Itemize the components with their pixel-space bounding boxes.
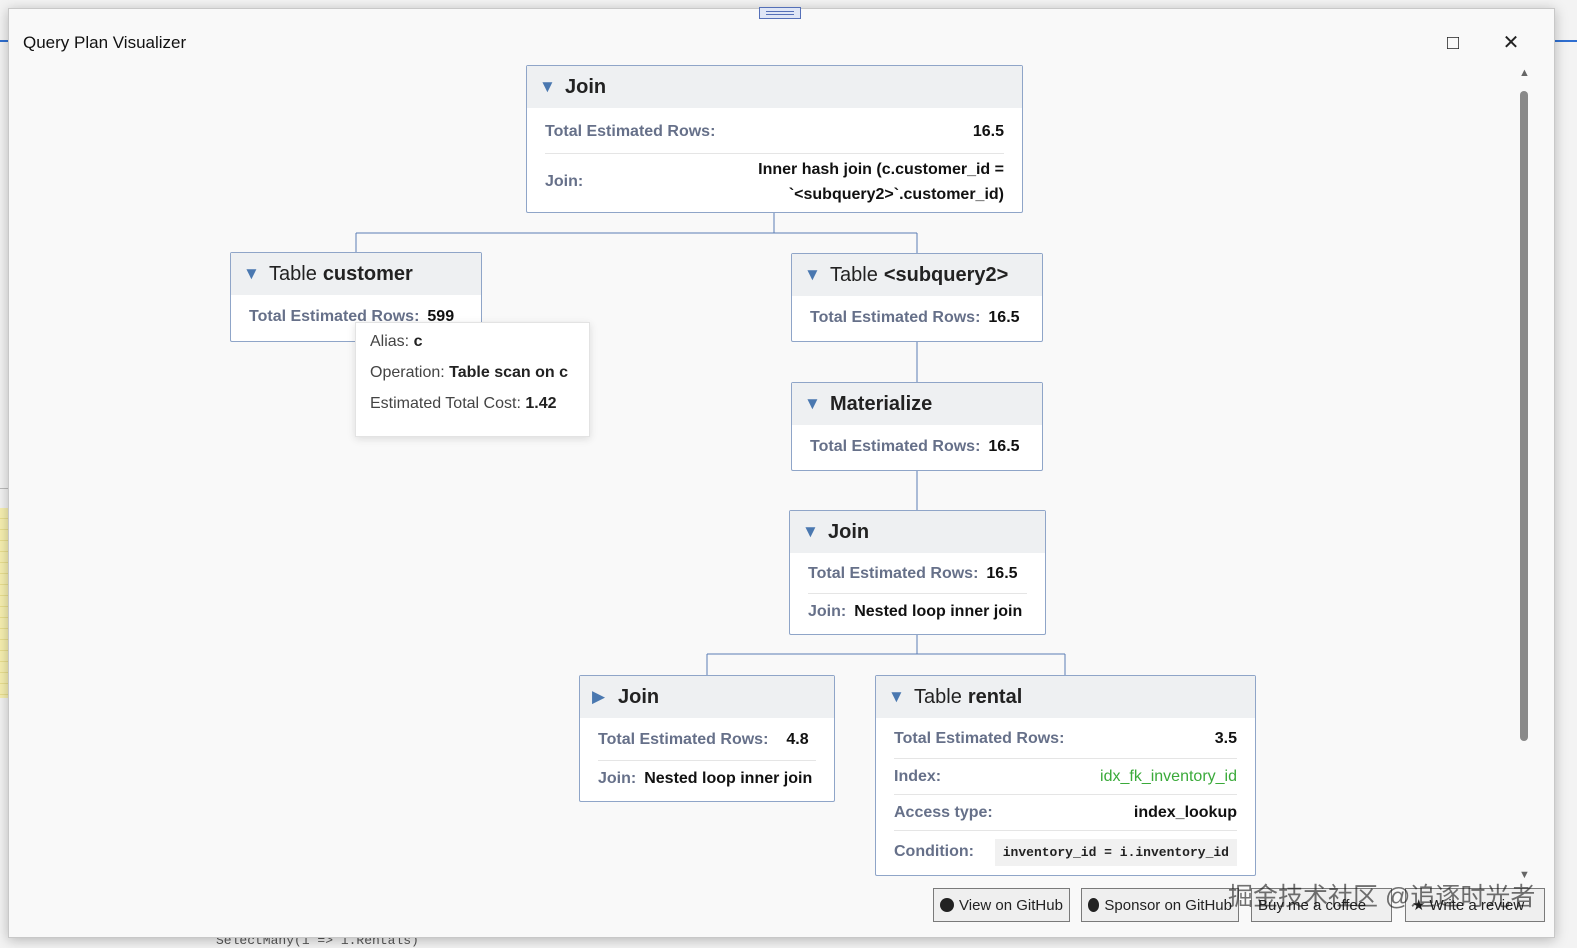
sponsor-on-github-label: Sponsor on GitHub bbox=[1104, 896, 1232, 914]
rows-label: Total Estimated Rows: bbox=[810, 438, 981, 455]
buy-coffee-label: Buy me a coffee bbox=[1258, 896, 1367, 914]
ide-accent-line-right bbox=[1553, 40, 1577, 42]
node-title: Join bbox=[828, 520, 870, 543]
scroll-down-icon[interactable]: ▼ bbox=[1519, 869, 1530, 881]
join-label: Join: bbox=[598, 770, 637, 787]
rows-value: 16.5 bbox=[972, 122, 1004, 140]
buy-coffee-button[interactable]: Buy me a coffee bbox=[1251, 888, 1392, 922]
node-title: Join bbox=[565, 75, 607, 98]
scroll-thumb[interactable] bbox=[1520, 91, 1528, 741]
collapse-icon[interactable]: ▼ bbox=[804, 394, 821, 413]
operation-value: Table scan on c bbox=[449, 364, 569, 381]
collapse-icon[interactable]: ▼ bbox=[802, 522, 819, 541]
access-type-label: Access type: bbox=[894, 803, 993, 821]
node-type: Table bbox=[914, 685, 962, 708]
expand-icon[interactable]: ▶ bbox=[592, 687, 606, 706]
condition-value: inventory_id = i.inventory_id bbox=[994, 838, 1237, 866]
cost-value: 1.42 bbox=[525, 395, 557, 412]
rows-value: 16.5 bbox=[988, 309, 1020, 326]
cost-label: Estimated Total Cost: bbox=[370, 395, 521, 412]
node-header[interactable]: ▼ Join bbox=[527, 66, 1022, 108]
rows-label: Total Estimated Rows: bbox=[808, 565, 979, 582]
node-type: Table bbox=[269, 262, 317, 285]
connector-join-children bbox=[706, 634, 1066, 675]
rows-value: 16.5 bbox=[988, 438, 1020, 455]
alias-value: c bbox=[413, 333, 423, 350]
maximize-icon[interactable]: □ bbox=[1446, 32, 1460, 54]
join-value-line1: Inner hash join (c.customer_id = bbox=[758, 161, 1004, 178]
view-on-github-button[interactable]: View on GitHub bbox=[933, 888, 1070, 922]
rows-value: 16.5 bbox=[986, 565, 1018, 582]
ide-divider bbox=[0, 488, 8, 489]
join-value: Nested loop inner join bbox=[644, 770, 813, 787]
rows-value: 599 bbox=[427, 308, 455, 325]
rows-label: Total Estimated Rows: bbox=[545, 122, 716, 140]
access-type-value: index_lookup bbox=[1133, 803, 1237, 821]
join-value: Nested loop inner join bbox=[854, 603, 1023, 620]
node-type: Table bbox=[830, 263, 878, 286]
github-icon bbox=[940, 898, 954, 912]
vertical-scrollbar[interactable]: ▲ ▼ bbox=[1517, 67, 1533, 889]
node-header[interactable]: ▼ Table rental bbox=[876, 676, 1255, 718]
ide-accent-line-left bbox=[0, 40, 8, 42]
join-label: Join: bbox=[808, 603, 847, 620]
join-value: Inner hash join (c.customer_id = `<subqu… bbox=[758, 157, 1004, 207]
plan-node-table-subquery2[interactable]: ▼ Table <subquery2> Total Estimated Rows… bbox=[791, 253, 1043, 342]
node-header[interactable]: ▼ Join bbox=[790, 511, 1045, 553]
collapse-icon[interactable]: ▼ bbox=[888, 687, 905, 706]
node-title: <subquery2> bbox=[883, 263, 1009, 286]
condition-label: Condition: bbox=[894, 843, 974, 860]
collapse-icon[interactable]: ▼ bbox=[804, 265, 821, 284]
window-title: Query Plan Visualizer bbox=[23, 33, 187, 52]
node-header[interactable]: ▶ Join bbox=[580, 676, 834, 718]
index-value: idx_fk_inventory_id bbox=[1100, 767, 1237, 785]
rows-label: Total Estimated Rows: bbox=[598, 731, 769, 748]
rows-label: Total Estimated Rows: bbox=[810, 309, 981, 326]
rows-label: Total Estimated Rows: bbox=[894, 730, 1065, 747]
connector-root bbox=[355, 212, 918, 253]
drag-handle[interactable] bbox=[759, 7, 801, 19]
collapse-icon[interactable]: ▼ bbox=[243, 264, 260, 283]
node-title: customer bbox=[322, 262, 413, 285]
sponsor-on-github-button[interactable]: Sponsor on GitHub bbox=[1081, 888, 1239, 922]
node-title: Materialize bbox=[830, 392, 933, 415]
collapse-icon[interactable]: ▼ bbox=[539, 77, 556, 96]
rows-value: 3.5 bbox=[1214, 730, 1237, 747]
node-header[interactable]: ▼ Table customer bbox=[231, 253, 481, 295]
plan-node-join-collapsed[interactable]: ▶ Join Total Estimated Rows: 4.8 Join: N… bbox=[579, 675, 835, 802]
plan-canvas: ▼ Join Total Estimated Rows: 16.5 Join: … bbox=[9, 9, 1554, 937]
node-title: rental bbox=[967, 685, 1023, 708]
close-icon[interactable]: ✕ bbox=[1502, 32, 1520, 54]
rows-value: 4.8 bbox=[786, 731, 809, 748]
plan-node-materialize[interactable]: ▼ Materialize Total Estimated Rows: 16.5 bbox=[791, 382, 1043, 471]
node-header[interactable]: ▼ Table <subquery2> bbox=[792, 254, 1042, 296]
alias-label: Alias: bbox=[370, 333, 410, 350]
query-plan-window: Query Plan Visualizer □ ✕ ▲ ▼ ▼ Join Tot… bbox=[8, 7, 1555, 938]
operation-label: Operation: bbox=[370, 364, 445, 381]
rows-label: Total Estimated Rows: bbox=[249, 308, 420, 325]
join-label: Join: bbox=[545, 173, 584, 190]
plan-node-join-nested[interactable]: ▼ Join Total Estimated Rows: 16.5 Join: … bbox=[789, 510, 1046, 635]
ide-change-markers bbox=[0, 508, 8, 698]
node-tooltip: Alias: c Operation: Table scan on c Esti… bbox=[355, 322, 590, 437]
scroll-up-icon[interactable]: ▲ bbox=[1519, 67, 1530, 79]
node-header[interactable]: ▼ Materialize bbox=[792, 383, 1042, 425]
write-review-label: Write a review bbox=[1429, 896, 1525, 914]
star-icon: ★ bbox=[1412, 897, 1426, 914]
node-title: Join bbox=[618, 685, 660, 708]
watermark: 掘金技术社区 @追逐时光者 bbox=[1228, 883, 1536, 911]
plan-connectors bbox=[355, 212, 1066, 675]
write-review-button[interactable]: ★ Write a review bbox=[1405, 888, 1545, 922]
join-value-line2: `<subquery2>`.customer_id) bbox=[788, 186, 1004, 203]
plan-node-table-rental[interactable]: ▼ Table rental Total Estimated Rows: 3.5… bbox=[875, 675, 1256, 876]
plan-node-root-join[interactable]: ▼ Join Total Estimated Rows: 16.5 Join: … bbox=[526, 65, 1023, 213]
view-on-github-label: View on GitHub bbox=[959, 896, 1063, 914]
index-label: Index: bbox=[894, 767, 942, 785]
github-icon bbox=[1088, 898, 1100, 912]
